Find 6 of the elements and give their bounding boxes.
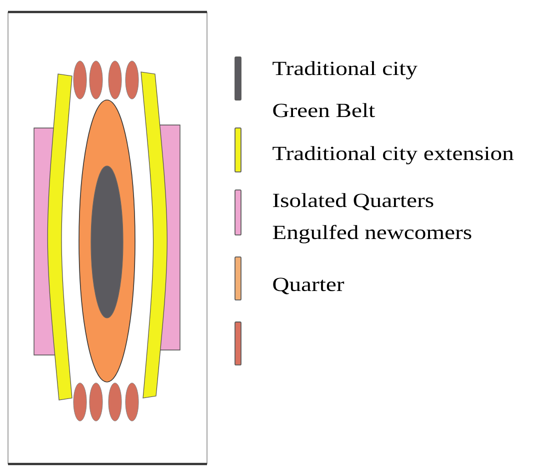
legend-label: Engulfed newcomers	[272, 224, 472, 244]
legend-label: Isolated Quarters	[273, 193, 434, 210]
legend-label: Quarter	[273, 278, 344, 294]
legend-label: Traditional city	[272, 61, 418, 80]
legend-label: Traditional city extension	[272, 146, 514, 164]
legend-label: Green Belt	[273, 103, 375, 118]
